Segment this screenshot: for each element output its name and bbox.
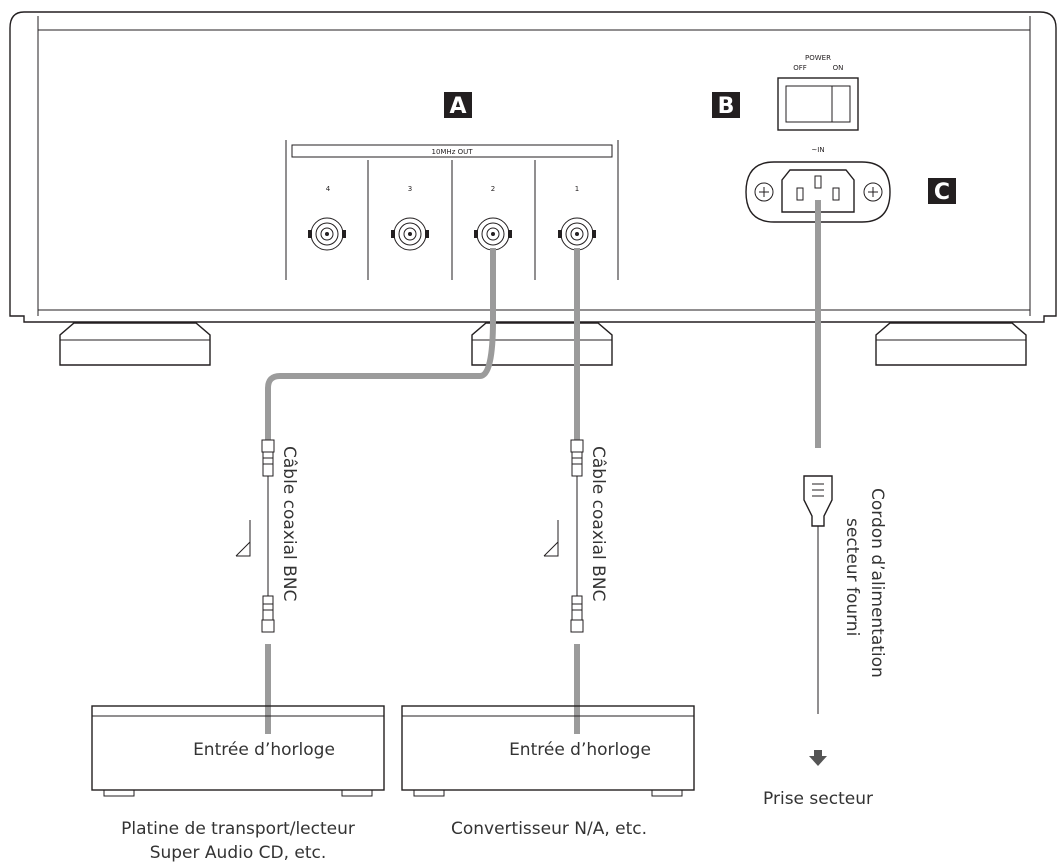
left-device-caption-line1: Platine de transport/lecteur	[121, 819, 355, 839]
badge-c: C	[928, 178, 956, 205]
rear-panel	[9, 11, 1057, 323]
ac-in-label: ~IN	[811, 146, 824, 154]
cable-right	[543, 248, 584, 734]
power-on-label: ON	[833, 64, 844, 72]
output-number-3: 3	[408, 185, 412, 193]
power-off-label: OFF	[793, 64, 807, 72]
output-number-2: 2	[491, 185, 495, 193]
badge-a: A	[444, 92, 472, 119]
device-left: Entrée d’horloge	[91, 705, 385, 797]
badge-a-label: A	[449, 94, 466, 119]
right-device-caption: Convertisseur N/A, etc.	[451, 819, 647, 839]
bnc-jack-4[interactable]	[308, 217, 346, 251]
down-arrow-icon	[809, 750, 827, 766]
bnc-jack-1[interactable]	[558, 217, 596, 251]
ac-inlet[interactable]: ~IN	[745, 146, 891, 223]
feet	[59, 322, 1027, 366]
output-panel: 10MHz OUT 4 3 2 1	[285, 140, 619, 280]
bnc-jack-2[interactable]	[474, 217, 512, 251]
output-number-4: 4	[326, 185, 331, 193]
bnc-cable-label-right: Câble coaxial BNC	[588, 446, 608, 601]
foot-right	[875, 322, 1027, 366]
cable-left	[235, 248, 496, 734]
bnc-jack-3[interactable]	[391, 217, 429, 251]
power-switch-area: POWER OFF ON	[777, 54, 859, 131]
power-cord-label-line2: secteur fourni	[842, 518, 862, 636]
left-device-caption-line2: Super Audio CD, etc.	[150, 843, 327, 863]
output-panel-title: 10MHz OUT	[431, 148, 473, 156]
bnc-cable-label-left: Câble coaxial BNC	[279, 446, 299, 601]
power-cord	[803, 200, 833, 766]
foot-left	[59, 322, 211, 366]
output-number-1: 1	[575, 185, 579, 193]
foot-center	[471, 322, 613, 366]
power-cord-label-line1: Cordon d’alimentation	[867, 488, 887, 678]
badge-b-label: B	[718, 94, 735, 119]
clock-input-label-left: Entrée d’horloge	[193, 740, 335, 760]
badge-b: B	[712, 92, 740, 119]
power-title: POWER	[805, 54, 831, 62]
clock-input-label-right: Entrée d’horloge	[509, 740, 651, 760]
device-right: Entrée d’horloge	[401, 705, 695, 797]
power-switch[interactable]	[777, 77, 859, 131]
badge-c-label: C	[934, 180, 950, 205]
outlet-caption: Prise secteur	[763, 789, 873, 809]
